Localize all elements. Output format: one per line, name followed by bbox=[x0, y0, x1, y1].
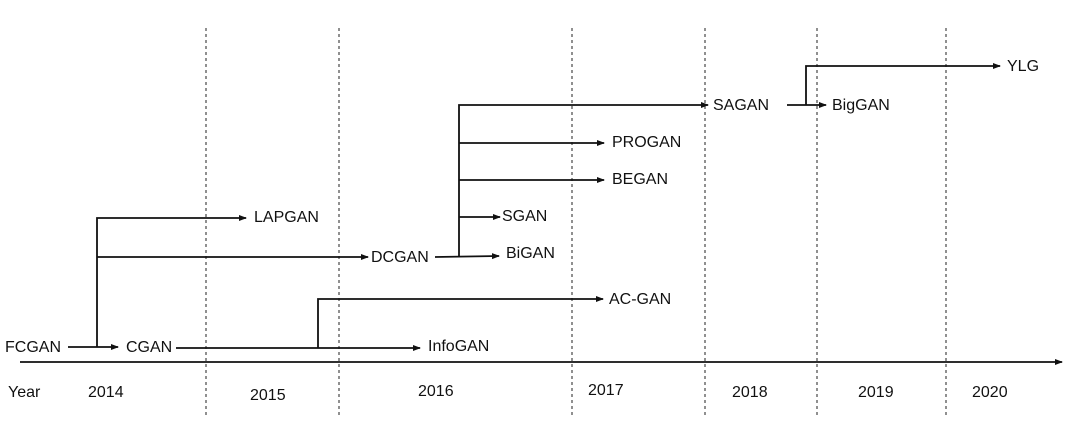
edge-dcgan-bigan bbox=[434, 253, 500, 260]
edge-cgan-acgan bbox=[317, 296, 604, 348]
model-lapgan: LAPGAN bbox=[254, 209, 319, 226]
model-sgan: SGAN bbox=[502, 208, 547, 225]
year-dividers bbox=[205, 28, 947, 418]
model-dcgan: DCGAN bbox=[371, 249, 429, 266]
model-began: BEGAN bbox=[612, 171, 668, 188]
edge-dcgan-sagan bbox=[458, 102, 709, 257]
year-label: 2015 bbox=[250, 387, 286, 404]
model-cgan: CGAN bbox=[126, 339, 172, 356]
model-biggan: BigGAN bbox=[832, 97, 890, 114]
model-infogan: InfoGAN bbox=[428, 338, 489, 355]
model-progan: PROGAN bbox=[612, 134, 681, 151]
year-label: 2014 bbox=[88, 384, 124, 401]
model-acgan: AC-GAN bbox=[609, 291, 671, 308]
edge-fcgan-lapgan bbox=[96, 215, 247, 347]
model-ylg: YLG bbox=[1007, 58, 1039, 75]
year-label: 2019 bbox=[858, 384, 894, 401]
model-labels: FCGAN CGAN LAPGAN DCGAN InfoGAN AC-GAN B… bbox=[5, 58, 1039, 356]
year-label: 2016 bbox=[418, 383, 454, 400]
model-bigan: BiGAN bbox=[506, 245, 555, 262]
axis-label: Year bbox=[8, 384, 41, 401]
model-sagan: SAGAN bbox=[713, 97, 769, 114]
year-label: 2017 bbox=[588, 382, 624, 399]
edge-sagan-ylg bbox=[805, 63, 1001, 105]
year-label: 2018 bbox=[732, 384, 768, 401]
edges bbox=[68, 63, 1001, 351]
year-label: 2020 bbox=[972, 384, 1008, 401]
model-fcgan: FCGAN bbox=[5, 339, 61, 356]
